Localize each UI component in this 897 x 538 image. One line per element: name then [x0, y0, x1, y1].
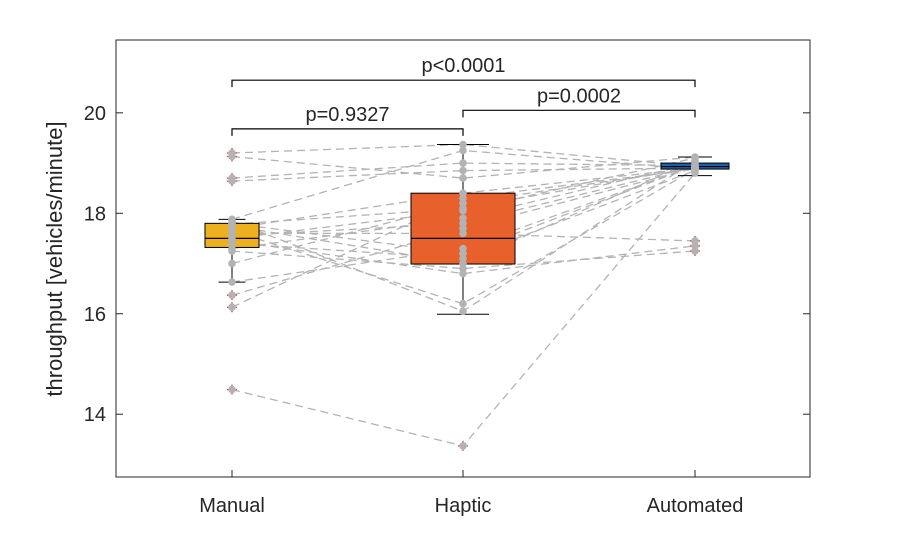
- data-point-haptic-16: [459, 214, 467, 223]
- data-point-haptic-5: [459, 307, 467, 316]
- data-point-haptic-10: [459, 299, 467, 308]
- significance-bracket-2: p=0.0002: [462, 85, 696, 118]
- x-tick-label-automated: Automated: [647, 495, 744, 517]
- data-point-haptic-19: [459, 244, 467, 253]
- data-point-manual-19: [228, 278, 236, 286]
- y-tick-label-18: 18: [84, 203, 106, 225]
- data-point-manual-3: [228, 177, 236, 185]
- data-point-manual-20: [228, 291, 236, 300]
- data-point-manual-1: [228, 152, 236, 161]
- data-point-manual-21: [228, 303, 236, 312]
- data-point-haptic-4: [459, 146, 467, 155]
- bracket-line: [462, 109, 696, 118]
- box-manual: [204, 148, 260, 395]
- boxes-layer: [204, 143, 730, 451]
- data-point-haptic-2: [459, 159, 467, 167]
- y-tick-label-20: 20: [84, 103, 106, 125]
- bracket-line: [231, 128, 464, 136]
- data-point-haptic-3: [459, 166, 467, 175]
- data-point-manual-22: [228, 385, 236, 394]
- paired-line-10: [231, 168, 696, 305]
- x-tick-label-haptic: Haptic: [435, 495, 492, 517]
- paired-line-12: [231, 165, 696, 237]
- paired-line-21: [231, 168, 696, 308]
- significance-brackets-layer: p<0.0001 p=0.9327 p=0.0002: [231, 55, 696, 136]
- paired-line-15: [231, 169, 696, 260]
- p-value-label: p<0.0001: [422, 55, 506, 77]
- significance-bracket-1: p=0.9327: [231, 104, 464, 136]
- data-point-automated-22: [691, 169, 699, 177]
- bracket-line: [231, 79, 696, 88]
- paired-line-19: [231, 164, 696, 283]
- data-point-haptic-1: [459, 174, 467, 182]
- data-point-haptic-13: [459, 207, 467, 215]
- p-value-label: p=0.0002: [537, 85, 621, 107]
- data-point-manual-17: [228, 247, 236, 255]
- paired-line-16: [231, 162, 696, 250]
- points-layer: [228, 140, 699, 450]
- data-point-haptic-15: [459, 254, 467, 263]
- data-point-manual-18: [228, 259, 236, 268]
- paired-line-13: [231, 157, 696, 240]
- y-axis-label: throughput [vehicles/minute]: [42, 121, 67, 396]
- data-point-automated-17: [691, 247, 699, 255]
- data-point-haptic-20: [459, 224, 467, 233]
- y-tick-label-14: 14: [84, 404, 106, 426]
- p-value-label: p=0.9327: [306, 104, 390, 126]
- data-point-haptic-21: [459, 194, 467, 202]
- x-tick-label-manual: Manual: [199, 495, 265, 517]
- data-point-haptic-17: [459, 264, 467, 273]
- data-point-haptic-22: [459, 442, 467, 450]
- data-point-haptic-0: [459, 140, 467, 149]
- significance-bracket-0: p<0.0001: [231, 55, 696, 88]
- y-tick-label-16: 16: [84, 304, 106, 326]
